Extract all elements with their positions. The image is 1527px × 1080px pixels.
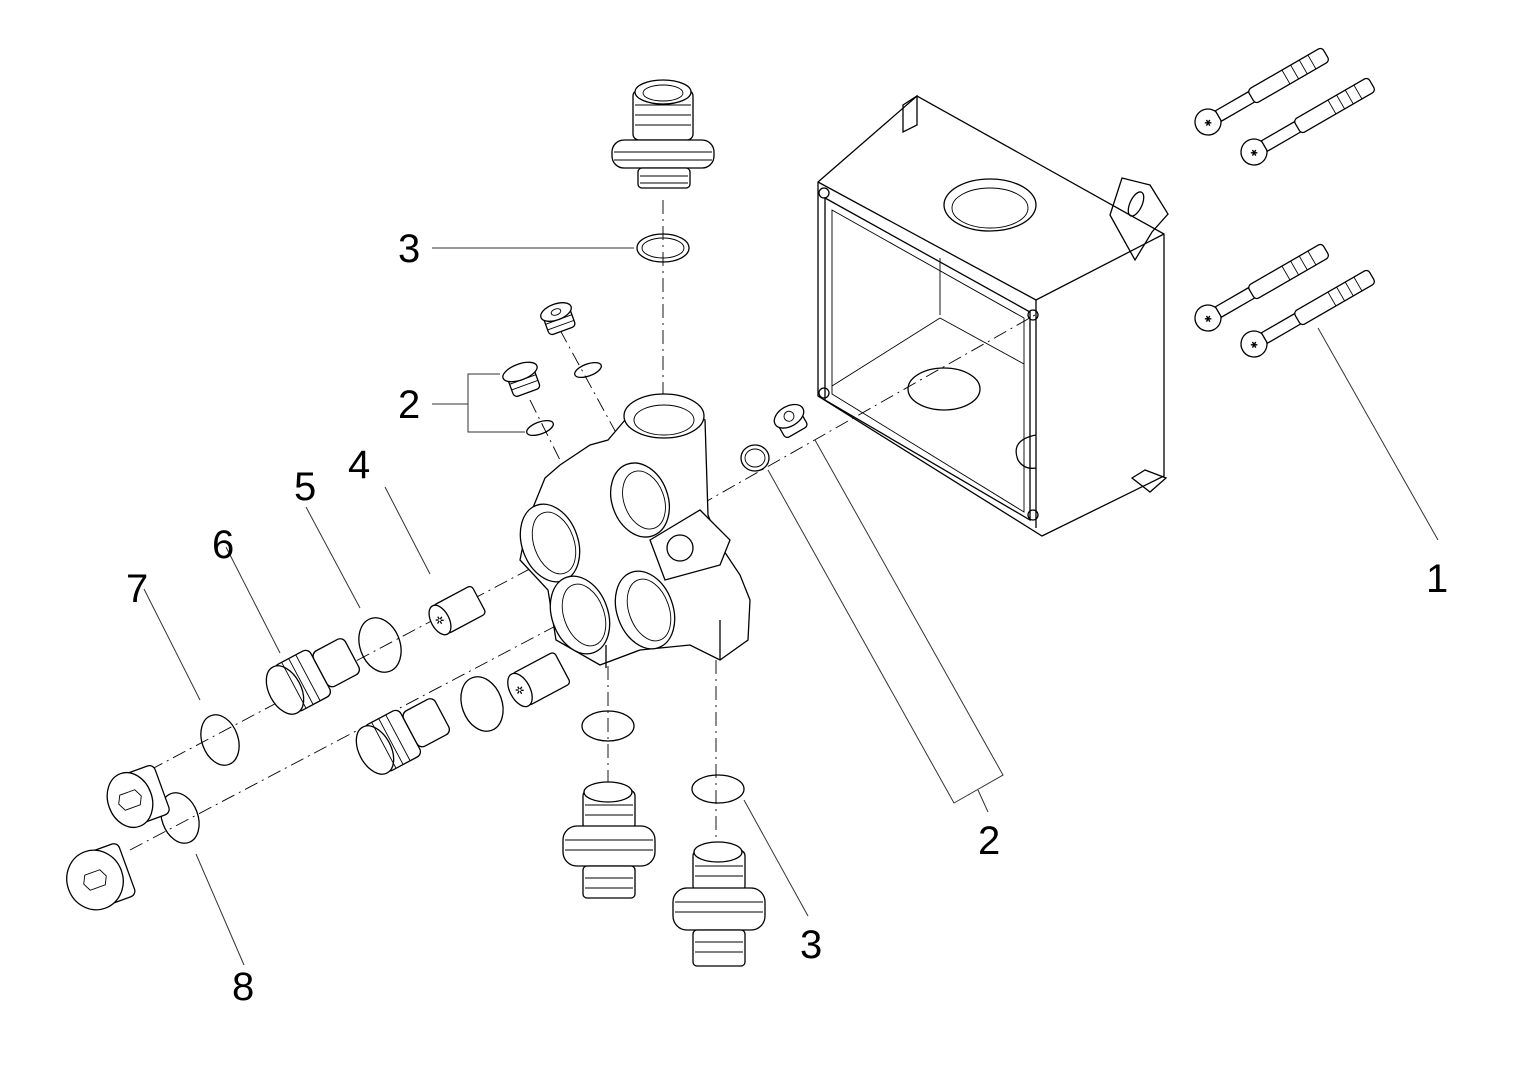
hex-body-upper (265, 638, 361, 715)
check-valve-lower: ✲ (507, 652, 571, 708)
svg-text:✱: ✱ (1249, 339, 1261, 351)
installation-box (817, 94, 1169, 537)
svg-text:✱: ✱ (1203, 313, 1215, 325)
bottom-fitting-right (672, 841, 766, 967)
side-plug (740, 403, 808, 472)
plug-upper (106, 764, 170, 829)
callout-5: 5 (294, 465, 316, 509)
callout-2-bottom: 2 (978, 819, 1000, 863)
bottom-fitting-left (562, 781, 656, 899)
callout-2-top: 2 (398, 383, 420, 427)
o-ring-bottom-left (581, 710, 635, 742)
wall-plug-screw-set: ✱ ✱ ✱ ✱ (1194, 47, 1375, 358)
check-valve-upper: ✲ (428, 585, 486, 636)
callout-8: 8 (232, 965, 254, 1009)
svg-text:✱: ✱ (1203, 117, 1215, 129)
callout-3-top: 3 (398, 227, 420, 271)
hex-body-lower (355, 698, 451, 775)
svg-text:✱: ✱ (1249, 147, 1261, 159)
o-ring-7 (200, 714, 240, 766)
callout-4: 4 (348, 443, 370, 487)
o-ring-top (636, 233, 690, 263)
callout-3-bottom: 3 (800, 923, 822, 967)
o-ring-bottom-right (691, 774, 745, 804)
callout-7: 7 (126, 567, 148, 611)
o-ring-8 (160, 792, 200, 844)
valve-body (519, 393, 751, 668)
callout-6: 6 (212, 523, 234, 567)
leader-lines (143, 247, 1439, 966)
callout-1: 1 (1426, 557, 1448, 601)
plug-lower (66, 843, 136, 911)
callout-labels: 1 2 2 3 3 4 5 6 7 8 (126, 227, 1448, 1009)
o-ring-5 (358, 617, 402, 673)
top-fitting (611, 79, 715, 189)
upper-plugs (502, 302, 602, 437)
